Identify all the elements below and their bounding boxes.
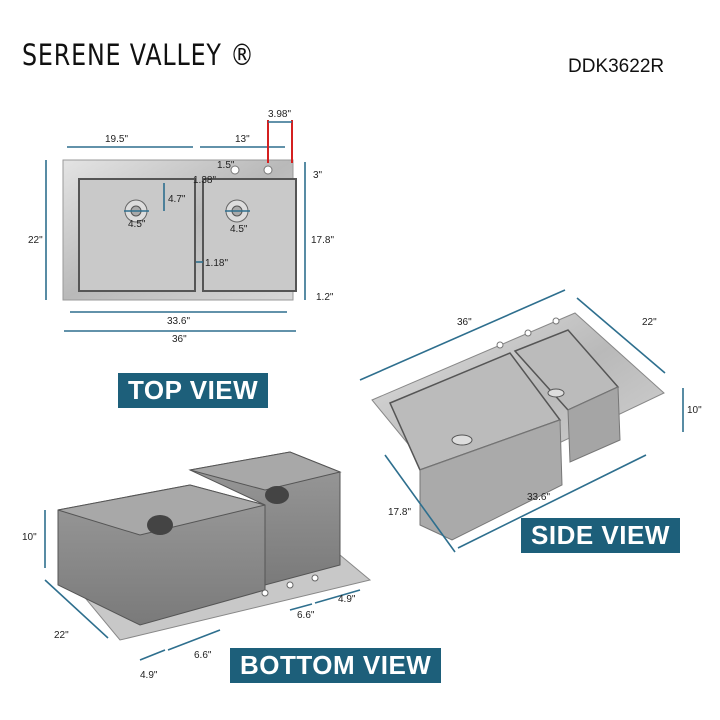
brand-logo: SERENE VALLEY ® (22, 38, 255, 72)
label-divider-gap: 1.38" (193, 175, 216, 186)
label-deck-depth: 3" (313, 170, 323, 181)
label-overall-width: 36" (172, 334, 187, 345)
label-deck-hole: 1.5" (217, 160, 235, 171)
label-faucet-offset: 3.98" (268, 109, 291, 120)
bottom-label-right-inset: 4.9" (338, 594, 356, 605)
left-drain-icon (147, 515, 173, 535)
label-left-bowl-width: 19.5" (105, 134, 128, 145)
side-view-sink (371, 312, 665, 541)
top-view-sink (62, 159, 297, 301)
label-right-bowl-width: 13" (235, 134, 250, 145)
side-label-width: 36" (457, 317, 472, 328)
label-bowl-depth: 17.8" (311, 235, 334, 246)
label-overall-depth: 22" (28, 235, 43, 246)
side-label-depth: 22" (642, 317, 657, 328)
label-bowl-total-width: 33.6" (167, 316, 190, 327)
label-front-rim: 1.2" (316, 292, 334, 303)
bottom-label-left-inset: 4.9" (140, 670, 158, 681)
side-label-bowl-length: 17.8" (388, 507, 411, 518)
bottom-view-title: BOTTOM VIEW (230, 648, 442, 683)
label-right-drain: 4.5" (230, 224, 248, 235)
label-drain-offset: 4.7" (168, 194, 186, 205)
bottom-label-height: 10" (22, 532, 37, 543)
bottom-label-depth: 22" (54, 630, 69, 641)
left-drain-icon (451, 434, 473, 446)
side-view-dimensions: 36" 22" 10" 17.8" 33.6" (359, 289, 702, 553)
model-number: DDK3622R (568, 56, 665, 77)
right-drain-icon (547, 388, 565, 398)
side-label-bowl-width: 33.6" (527, 492, 550, 503)
label-left-drain: 4.5" (128, 219, 146, 230)
bottom-view-dimensions: 10" 22" 4.9" 6.6" 6.6" 4.9" (22, 510, 361, 681)
top-view-title: TOP VIEW (118, 373, 269, 408)
label-divider: 1.18" (205, 258, 228, 269)
bottom-label-right-spacing: 6.6" (297, 610, 315, 621)
side-view-title: SIDE VIEW (521, 518, 680, 553)
right-drain-icon (265, 486, 289, 504)
bottom-view-sink (57, 451, 372, 641)
side-label-height: 10" (687, 405, 702, 416)
bottom-label-left-spacing: 6.6" (194, 650, 212, 661)
top-view-dimensions: 19.5" 13" 3.98" 1.5" 1.38" 4.7" 4.5" 4.5… (28, 109, 334, 345)
